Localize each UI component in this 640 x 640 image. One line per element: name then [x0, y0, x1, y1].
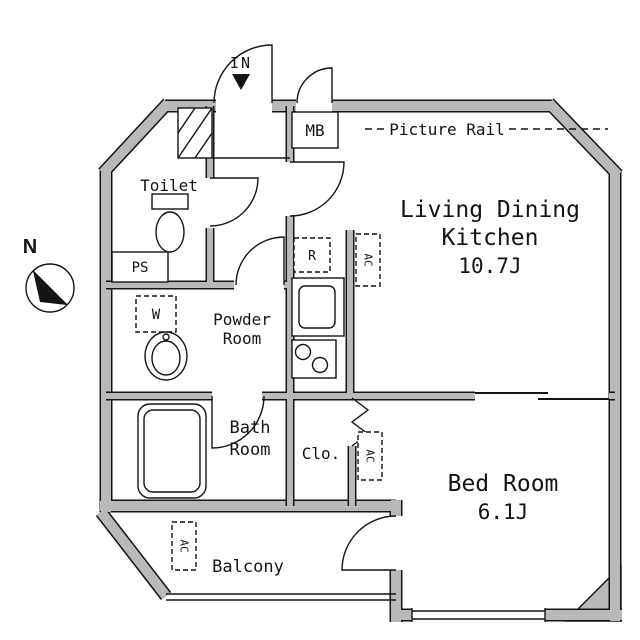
pipe-space: PS [111, 251, 169, 283]
ldk-size-label: 10.7J [458, 254, 521, 278]
wash-basin-inner [151, 340, 181, 376]
pipe-space-label: PS [132, 260, 149, 276]
powder-room-door-swing [235, 236, 285, 286]
ldk-label-1: Living Dining [400, 197, 580, 223]
compass-needle-icon [33, 271, 67, 305]
stove-burner-1 [294, 343, 312, 361]
bath-room-label-2: Room [230, 440, 271, 460]
ldk-door-swing [289, 161, 345, 217]
bath-room-label-1: Bath [230, 418, 271, 438]
ac-label-ldk: AC [362, 253, 375, 266]
bedroom-label: Bed Room [448, 471, 559, 497]
bathtub [137, 403, 207, 499]
entrance-area: IN [177, 54, 290, 159]
picture-rail-label-bg [388, 119, 506, 139]
meter-box-door-swing [296, 67, 333, 104]
ac-box-balcony [171, 521, 197, 571]
pipe-space-outline [111, 251, 169, 283]
toilet-door-swing [209, 177, 259, 227]
north-label: N [23, 236, 37, 258]
toilet-fixture [151, 193, 189, 253]
powder-room-fixtures: W [135, 295, 188, 381]
bath-door-swing [211, 395, 265, 449]
interior-walls [106, 106, 615, 506]
ac-label-balcony: AC [178, 539, 191, 552]
kitchen-sink-basin [298, 285, 336, 329]
picture-rail-label: Picture Rail [389, 120, 505, 139]
powder-room-label-1: Powder [213, 310, 271, 329]
wash-basin-faucet [162, 333, 170, 341]
closet-label: Clo. [302, 444, 341, 463]
kitchen: R [291, 237, 345, 379]
entrance-label: IN [230, 54, 252, 72]
toilet-bowl [155, 211, 185, 253]
balcony-label: Balcony [212, 557, 284, 577]
ldk-bedroom-sliding-door [475, 392, 609, 400]
toilet-label: Toilet [140, 176, 198, 195]
air-conditioners: AC AC AC [171, 233, 383, 571]
ldk-label-2: Kitchen [442, 225, 539, 251]
bedroom-size-label: 6.1J [478, 500, 529, 524]
entrance-arrow-icon [232, 74, 250, 90]
stove-burner-2 [311, 356, 329, 374]
balcony-railing [166, 593, 396, 601]
ac-box-ldk [355, 233, 381, 287]
north-compass: N [23, 236, 75, 313]
toilet-tank [151, 193, 189, 210]
powder-room-label-2: Room [223, 329, 262, 348]
meter-box-outline [291, 111, 339, 149]
meter-box-label: MB [305, 121, 324, 140]
bathtub-inner [143, 409, 201, 493]
balcony-door-swing [341, 515, 397, 571]
ac-box-bedroom [357, 431, 383, 481]
washer-label: W [152, 307, 161, 323]
bedroom-window [411, 608, 546, 622]
washer-box [135, 295, 177, 333]
refrigerator-box [293, 237, 331, 273]
entrance-door-swing [213, 44, 273, 104]
refrigerator-label: R [308, 249, 316, 264]
picture-rail: Picture Rail [365, 119, 608, 139]
ac-label-bedroom: AC [364, 449, 377, 462]
meter-box: MB [291, 111, 339, 149]
windows [166, 392, 609, 622]
shoe-cabinet-hatch [177, 107, 213, 159]
